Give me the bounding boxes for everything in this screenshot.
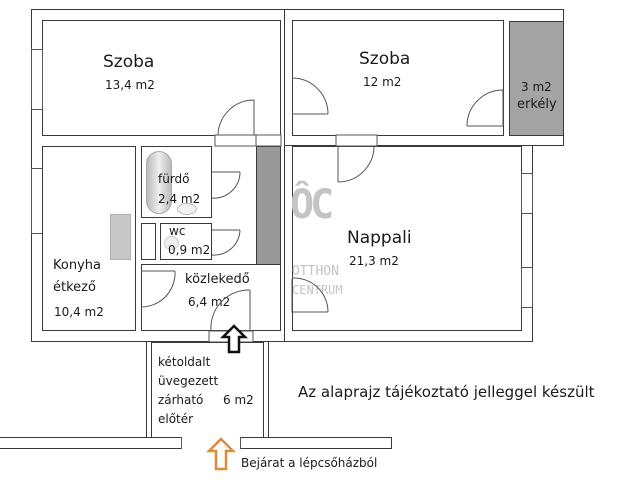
bathtub-icon: [146, 151, 172, 214]
room-eloter-line-3: zárható: [158, 393, 204, 407]
arrow-up-icon: [219, 324, 249, 354]
room-eloter-area: 6 m2: [223, 393, 254, 407]
room-nappali-name: Nappali: [347, 228, 412, 248]
room-szoba-1-name: Szoba: [103, 52, 155, 72]
window-szoba-1: [31, 49, 43, 110]
watermark-logo: ÔC: [290, 182, 334, 228]
room-wc-name: wc: [169, 224, 186, 238]
room-kozlekedo-name: közlekedő: [185, 272, 250, 287]
room-szoba-2-name: Szoba: [359, 49, 411, 69]
entrance-arrow-icon: [205, 437, 237, 471]
lower-right-wall: [268, 342, 392, 438]
storage-box: [141, 223, 156, 260]
room-erkely-area: 3 m2: [521, 80, 552, 94]
entrance-label: Bejárat a lépcsőházból: [241, 456, 378, 470]
room-nappali-area: 21,3 m2: [349, 254, 399, 268]
outer-wall-nappali: [284, 145, 533, 342]
room-erkely: [509, 21, 564, 136]
room-konyha-name-2: étkező: [53, 280, 96, 295]
disclaimer-note: Az alaprajz tájékoztató jelleggel készül…: [298, 383, 595, 401]
room-szoba-2: [292, 20, 504, 136]
sink-icon: [177, 203, 197, 215]
watermark-line1: OTTHON: [292, 264, 339, 279]
room-szoba-2-area: 12 m2: [363, 75, 402, 89]
room-eloter-line-2: üvegezett: [158, 374, 219, 388]
room-furdo-name: fürdő: [158, 172, 190, 186]
room-furdo-area: 2,4 m2: [158, 192, 201, 206]
room-konyha-area: 10,4 m2: [54, 305, 104, 319]
lower-left-wall: [0, 342, 147, 438]
toilet-icon: [164, 236, 179, 250]
room-szoba-1-area: 13,4 m2: [105, 78, 155, 92]
room-erkely-name: erkély: [517, 97, 557, 112]
window-nappali-2: [521, 267, 533, 308]
room-nappali: [292, 146, 522, 331]
room-eloter-line-4: előtér: [158, 412, 194, 426]
room-eloter-line-1: kétoldalt: [158, 355, 211, 369]
window-nappali-1: [521, 173, 533, 214]
room-kozlekedo-area: 6,4 m2: [188, 295, 231, 309]
watermark-line2: CENTRUM: [292, 283, 343, 297]
room-wc-area: 0,9 m2: [168, 243, 211, 257]
room-konyha-name-1: Konyha: [53, 258, 101, 273]
room-eloter: [151, 342, 264, 438]
room-szoba-1: [42, 20, 281, 136]
stove-icon: [110, 214, 131, 260]
